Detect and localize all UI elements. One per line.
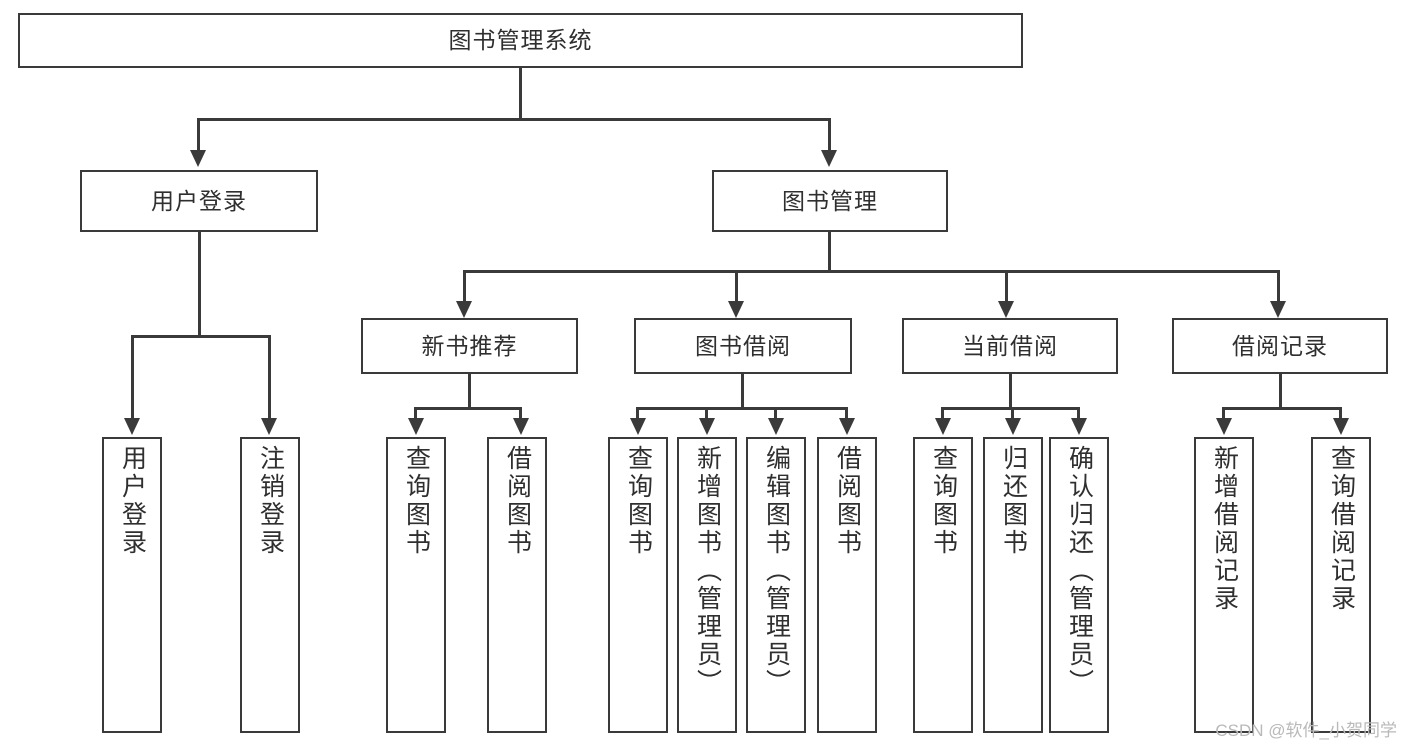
node-user-login-label: 用户登录 [151,187,247,214]
node-root-label: 图书管理系统 [448,27,593,54]
arrow-book-borrow-to-leaf-4 [839,418,855,435]
node-leaf-add-record[interactable]: 新增借阅记录 [1194,437,1254,733]
arrow-book-manage-to-new-book [456,301,472,318]
node-borrow-record-label: 借阅记录 [1232,332,1328,359]
connector-new-book-to-leaf-1 [414,407,417,420]
arrow-borrow-record-to-leaf-2 [1333,418,1349,435]
csdn-watermark: CSDN @软件_小贺同学 [1215,721,1397,740]
connector-book-borrow-to-leaf-1 [636,407,639,420]
node-leaf-query-record-label: 查询借阅记录 [1327,445,1356,613]
connector-book-manage-to-borrow-record [1277,270,1280,303]
node-leaf-add-record-label: 新增借阅记录 [1210,445,1239,613]
node-book-borrow-label: 图书借阅 [695,332,791,359]
node-leaf-logout-login[interactable]: 注销登录 [240,437,300,733]
connector-borrow-record-to-leaf-2 [1339,407,1342,420]
node-leaf-query-record[interactable]: 查询借阅记录 [1311,437,1371,733]
node-leaf-user-login[interactable]: 用户登录 [102,437,162,733]
connector-new-book-stem [468,374,471,407]
arrow-current-borrow-to-leaf-3 [1071,418,1087,435]
node-book-manage-label: 图书管理 [782,187,878,214]
connector-book-manage-to-new-book [463,270,466,303]
arrow-current-borrow-to-leaf-1 [935,418,951,435]
node-user-login[interactable]: 用户登录 [80,170,318,232]
node-book-borrow[interactable]: 图书借阅 [634,318,852,374]
node-leaf-user-login-label: 用户登录 [118,445,147,557]
node-current-borrow[interactable]: 当前借阅 [902,318,1118,374]
connector-book-manage-stem [828,232,831,270]
connector-user-login-stem [198,232,201,335]
node-leaf-edit-book[interactable]: 编辑图书（管理员） [746,437,806,733]
connector-root-to-book-manage [828,118,831,152]
arrow-book-manage-to-current-borrow [998,301,1014,318]
arrow-new-book-to-leaf-1 [408,418,424,435]
connector-book-borrow-to-leaf-3 [774,407,777,420]
node-leaf-add-book[interactable]: 新增图书（管理员） [677,437,737,733]
node-leaf-logout-login-label: 注销登录 [256,445,285,557]
connector-new-book-bus [414,407,522,410]
node-leaf-query-book-2-label: 查询图书 [624,445,653,557]
connector-new-book-to-leaf-2 [519,407,522,420]
arrow-book-borrow-to-leaf-2 [699,418,715,435]
connector-borrow-record-stem [1279,374,1282,407]
connector-user-login-to-leaf-1 [131,335,134,420]
arrow-current-borrow-to-leaf-2 [1005,418,1021,435]
connector-borrow-record-to-leaf-1 [1222,407,1225,420]
connector-current-borrow-stem [1009,374,1012,407]
node-leaf-confirm-return[interactable]: 确认归还（管理员） [1049,437,1109,733]
node-leaf-query-book-1[interactable]: 查询图书 [386,437,446,733]
connector-current-borrow-bus [941,407,1080,410]
arrow-new-book-to-leaf-2 [513,418,529,435]
node-new-book-recommend[interactable]: 新书推荐 [361,318,578,374]
connector-root-bus [197,118,831,121]
connector-root-to-user-login [197,118,200,152]
arrow-book-manage-to-borrow-record [1270,301,1286,318]
node-leaf-add-book-label: 新增图书（管理员） [693,445,722,697]
arrow-root-to-user-login [190,150,206,167]
arrow-book-borrow-to-leaf-1 [630,418,646,435]
connector-book-manage-to-book-borrow [735,270,738,303]
connector-user-login-bus [131,335,271,338]
connector-book-manage-to-current-borrow [1005,270,1008,303]
connector-current-borrow-to-leaf-1 [941,407,944,420]
connector-root-stem [519,68,522,118]
node-leaf-borrow-book-2-label: 借阅图书 [833,445,862,557]
arrow-root-to-book-manage [821,150,837,167]
arrow-borrow-record-to-leaf-1 [1216,418,1232,435]
node-leaf-confirm-return-label: 确认归还（管理员） [1065,445,1094,697]
node-leaf-borrow-book-1[interactable]: 借阅图书 [487,437,547,733]
node-leaf-query-book-1-label: 查询图书 [402,445,431,557]
node-root[interactable]: 图书管理系统 [18,13,1023,68]
connector-book-borrow-bus [636,407,848,410]
connector-book-borrow-stem [741,374,744,407]
arrow-user-login-to-leaf-2 [261,418,277,435]
connector-book-borrow-to-leaf-4 [845,407,848,420]
connector-current-borrow-to-leaf-3 [1077,407,1080,420]
node-leaf-query-book-3-label: 查询图书 [929,445,958,557]
connector-book-manage-bus [463,270,1280,273]
arrow-book-manage-to-book-borrow [728,301,744,318]
node-leaf-borrow-book-1-label: 借阅图书 [503,445,532,557]
node-leaf-edit-book-label: 编辑图书（管理员） [762,445,791,697]
connector-current-borrow-to-leaf-2 [1011,407,1014,420]
node-leaf-query-book-2[interactable]: 查询图书 [608,437,668,733]
arrow-user-login-to-leaf-1 [124,418,140,435]
node-book-manage[interactable]: 图书管理 [712,170,948,232]
connector-book-borrow-to-leaf-2 [705,407,708,420]
connector-borrow-record-bus [1222,407,1342,410]
node-leaf-borrow-book-2[interactable]: 借阅图书 [817,437,877,733]
node-current-borrow-label: 当前借阅 [962,332,1058,359]
node-leaf-return-book[interactable]: 归还图书 [983,437,1043,733]
node-leaf-query-book-3[interactable]: 查询图书 [913,437,973,733]
arrow-book-borrow-to-leaf-3 [768,418,784,435]
node-leaf-return-book-label: 归还图书 [999,445,1028,557]
node-borrow-record[interactable]: 借阅记录 [1172,318,1388,374]
node-new-book-recommend-label: 新书推荐 [421,332,518,359]
connector-user-login-to-leaf-2 [268,335,271,420]
